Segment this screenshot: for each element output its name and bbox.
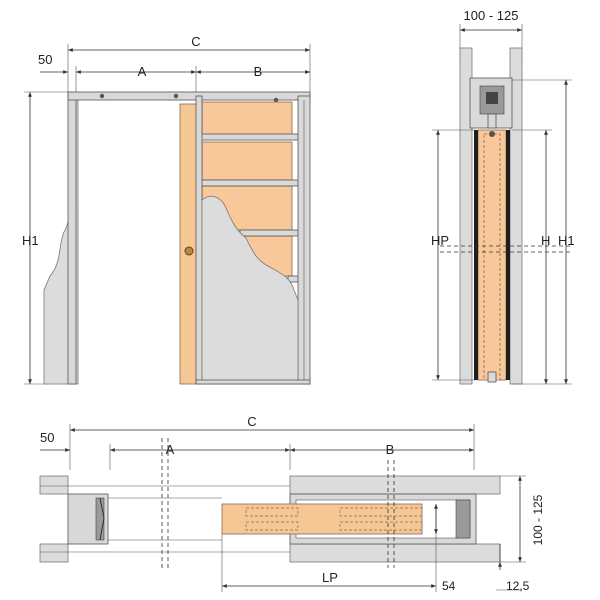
plan-door-frame-top (339, 507, 423, 517)
plan-label-125: 12,5 (506, 579, 530, 593)
side-label-width: 100 - 125 (464, 8, 519, 23)
front-label-a: A (138, 64, 147, 79)
plan-label-50: 50 (40, 430, 54, 445)
plan-label-b: B (386, 442, 395, 457)
plan-label-lp: LP (322, 570, 338, 585)
plan-wall-top-left (39, 475, 69, 495)
plan-label-54: 54 (442, 579, 456, 593)
left-jamb (67, 93, 77, 385)
side-top-bolt (489, 131, 495, 137)
plan-door-pull-bottom (245, 521, 299, 531)
front-elevation: C A B 50 H1 (22, 34, 311, 385)
plan-wall-bottom-left (39, 543, 69, 563)
side-floor-guide (487, 371, 497, 383)
cassette-board-2 (201, 141, 293, 181)
plan-label-width: 100 - 125 (531, 494, 545, 545)
top-header-rail (67, 91, 311, 101)
plan-door-pull-top (245, 507, 299, 517)
plan-label-c: C (247, 414, 256, 429)
side-wall-left (459, 47, 473, 385)
cassette-left-upright (195, 95, 203, 385)
side-door-core (483, 133, 501, 381)
cassette-crossbar-1 (197, 133, 309, 141)
plan-wall-bottom-right (289, 543, 501, 563)
side-mesh-right (506, 130, 510, 380)
door-leaf (179, 103, 199, 385)
plan-left-jamb-stop (95, 497, 105, 541)
side-label-h1: H1 (558, 233, 575, 248)
cassette-bottom (195, 379, 311, 385)
door-handle-icon (184, 246, 194, 256)
plan-wall-top-right (289, 475, 501, 495)
cassette-crossbar-2 (197, 179, 309, 187)
side-label-hp: HP (431, 233, 449, 248)
rail-screw-1 (99, 93, 105, 99)
plan-left-gasket (99, 497, 105, 541)
cassette-board-1 (201, 101, 293, 137)
front-label-50: 50 (38, 52, 52, 67)
plan-door-leaf (221, 503, 423, 535)
side-trolley-stem (487, 113, 497, 129)
rail-screw-3 (273, 97, 279, 103)
rail-screw-2 (173, 93, 179, 99)
front-label-h1: H1 (22, 233, 39, 248)
plan-door-frame-bottom (339, 521, 423, 531)
side-section: 100 - 125 HP H H1 (431, 8, 575, 385)
plan-cassette-end (455, 499, 471, 539)
side-mesh-left (474, 130, 478, 380)
front-label-b: B (254, 64, 263, 79)
right-wall-plaster (201, 195, 299, 385)
plan-view: C A B 50 (39, 414, 545, 593)
side-trolley-wheel (486, 92, 498, 104)
plan-label-a: A (166, 442, 175, 457)
front-label-c: C (191, 34, 200, 49)
side-label-h: H (541, 233, 550, 248)
